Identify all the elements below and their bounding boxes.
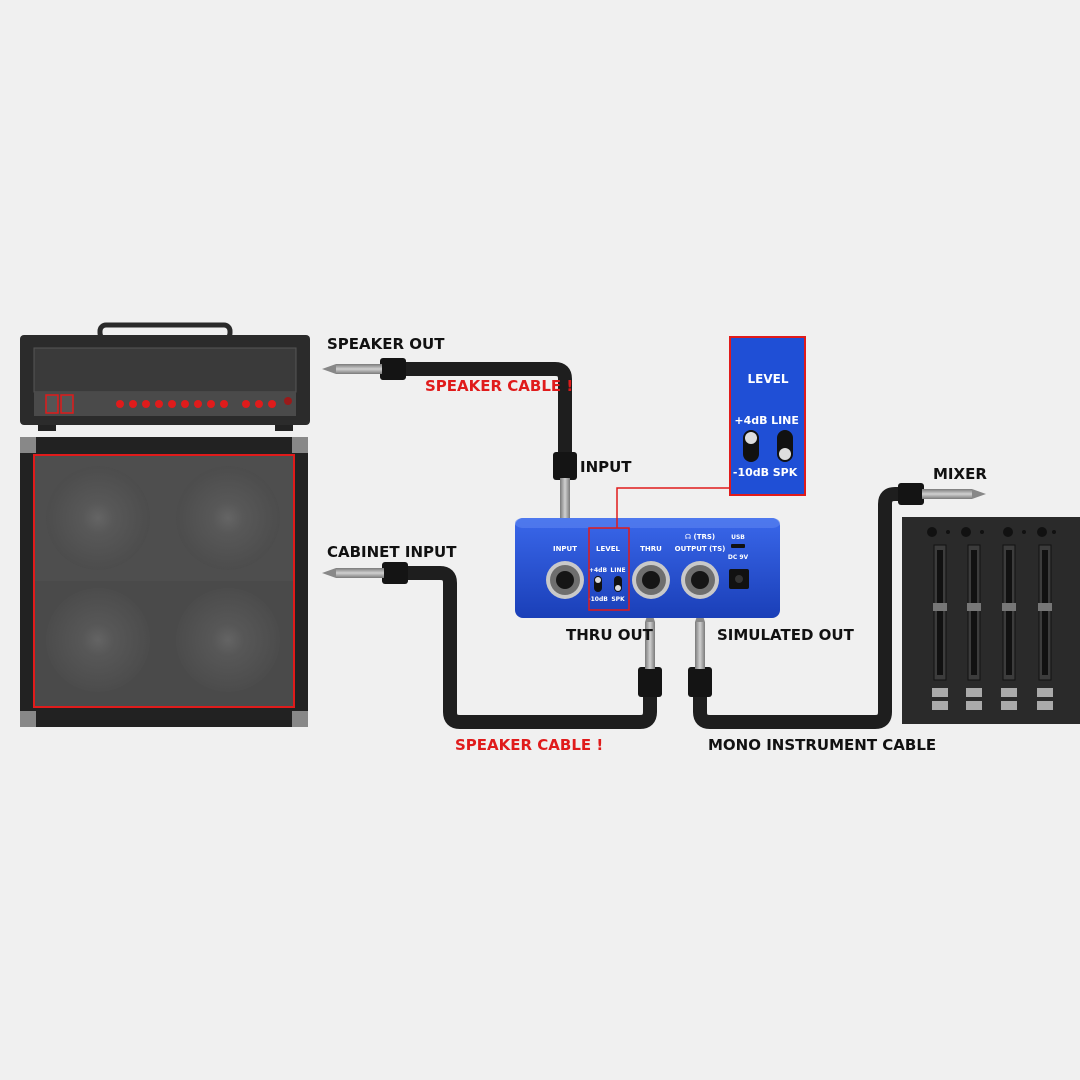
label-speaker-out: SPEAKER OUT: [327, 335, 445, 353]
level-highlight-box: [588, 527, 630, 611]
callout-connector: [616, 487, 730, 528]
mixer-channel: [961, 527, 984, 710]
zoom-label-line: LINE: [771, 414, 799, 427]
speaker-cable-top: [388, 362, 572, 464]
device-label-output: OUTPUT (TS): [675, 545, 726, 553]
cab-simulator-device: INPUT LEVEL THRU ☊ (TRS) OUTPUT (TS) USB…: [515, 518, 780, 618]
device-label-trs: ☊ (TRS): [685, 533, 715, 541]
mixer: [902, 517, 1080, 724]
input-jack: [546, 561, 584, 599]
amp-head: [20, 322, 310, 431]
amp-power-switch: [45, 394, 59, 414]
speaker-cone: [46, 588, 150, 692]
label-cabinet-input: CABINET INPUT: [327, 543, 457, 561]
device-label-usb: USB: [731, 534, 745, 541]
speaker-cone: [176, 588, 280, 692]
device-label-thru: THRU: [640, 545, 662, 553]
device-label-line: LINE: [610, 567, 625, 574]
speaker-cable-bottom: [393, 566, 657, 729]
zoom-label-plus4db: +4dB: [734, 414, 767, 427]
device-label-spk: SPK: [611, 596, 625, 603]
label-mixer: MIXER: [933, 465, 987, 483]
speaker-cone: [176, 466, 280, 570]
device-label-minus10db: -10dB: [588, 596, 608, 603]
speaker-cabinet: [20, 437, 308, 727]
plug-thru-out: [638, 607, 662, 697]
label-mono-instrument-cable: MONO INSTRUMENT CABLE: [708, 736, 936, 754]
label-thru-out: THRU OUT: [566, 626, 654, 644]
plug-speaker-out: [322, 358, 406, 380]
device-label-input: INPUT: [553, 545, 577, 553]
label-simulated-out: SIMULATED OUT: [717, 626, 855, 644]
amp-standby-switch: [60, 394, 74, 414]
cabinet-highlight: [33, 454, 295, 708]
zoom-box: [729, 336, 806, 496]
device-label-level: LEVEL: [596, 545, 620, 553]
cables: [388, 362, 922, 729]
level-zoom-callout: LEVEL +4dB LINE -10dB SPK: [729, 336, 806, 496]
label-speaker-cable-bottom: SPEAKER CABLE !: [455, 736, 603, 754]
device-label-plus4db: +4dB: [589, 567, 607, 574]
zoom-label-spk: SPK: [773, 466, 798, 479]
amp-head-grille: [33, 347, 297, 393]
label-input: INPUT: [580, 458, 632, 476]
usb-port: [731, 544, 745, 548]
zoom-label-minus10db: -10dB: [733, 466, 769, 479]
plug-simulated-out: [688, 607, 712, 697]
amp-knobs: [116, 400, 276, 408]
mono-instrument-cable: [693, 487, 922, 729]
thru-jack: [632, 561, 670, 599]
speaker-cone: [46, 466, 150, 570]
amp-jewel-light: [284, 397, 292, 405]
zoom-title: LEVEL: [748, 372, 789, 386]
mixer-channel: [927, 527, 950, 710]
plug-mixer: [898, 483, 986, 505]
mixer-channel: [1001, 527, 1026, 710]
mixer-body: [902, 517, 1080, 724]
mixer-channel: [1037, 527, 1056, 710]
label-speaker-cable-top: SPEAKER CABLE !: [425, 377, 573, 395]
output-jack: [681, 561, 719, 599]
amp-head-panel: [34, 392, 296, 416]
device-label-dc: DC 9V: [728, 554, 749, 561]
plug-cabinet-input: [322, 562, 408, 584]
